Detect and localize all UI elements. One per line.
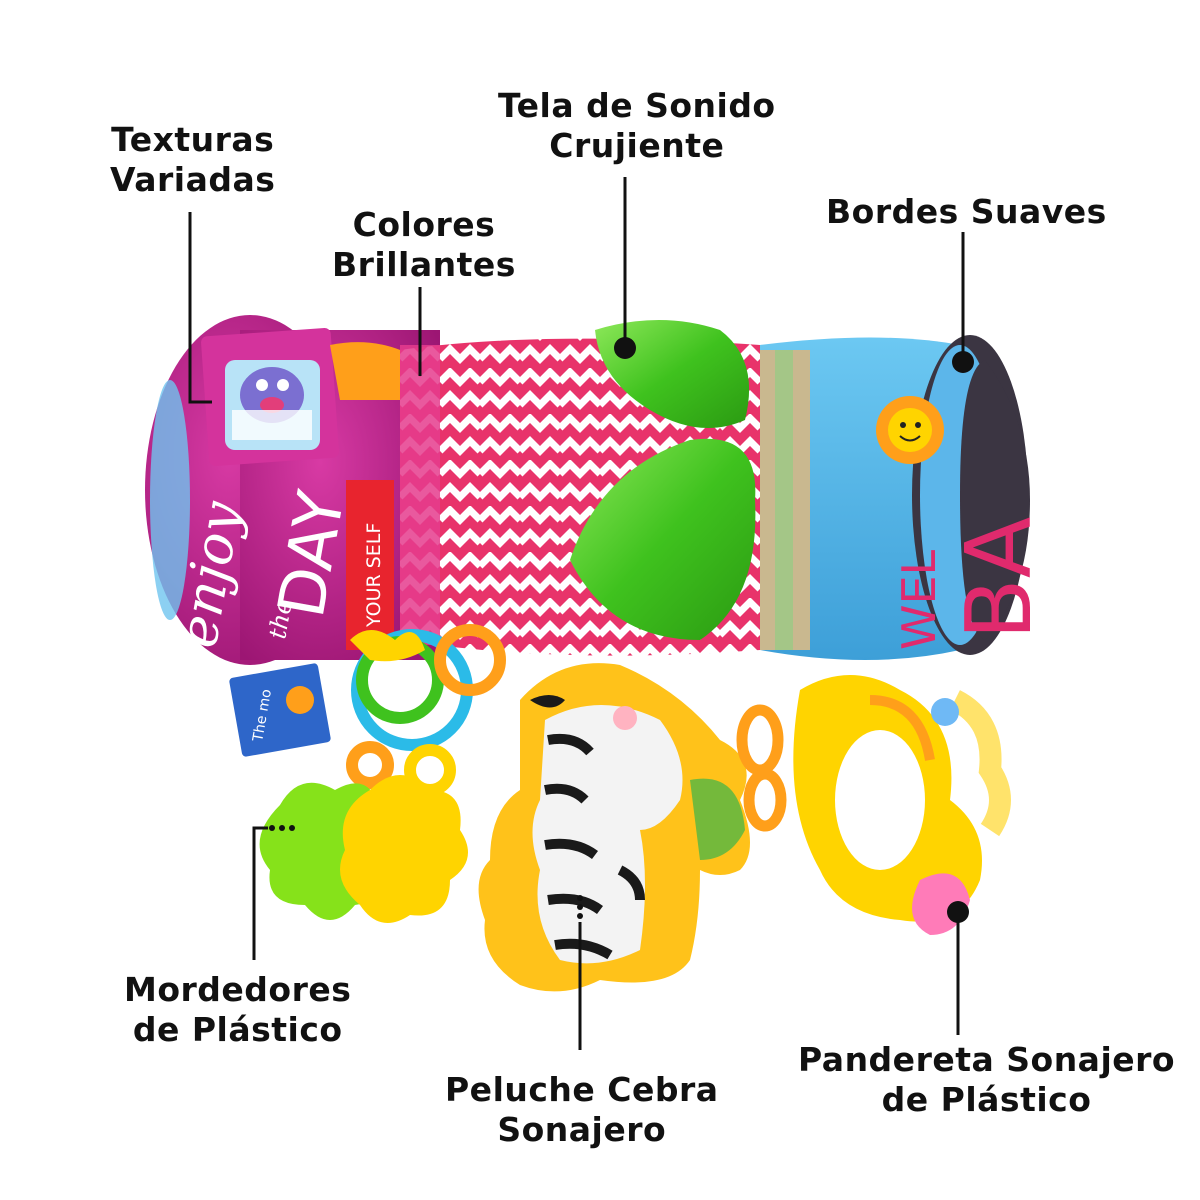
elephant-tag (201, 328, 339, 466)
dot-pandereta (947, 901, 969, 923)
label-bordes-suaves: Bordes Suaves (826, 192, 1107, 231)
dot-bordes (952, 351, 974, 373)
svg-text:E YOUR SELF: E YOUR SELF (363, 523, 385, 645)
line-texturas (188, 212, 212, 404)
sun-print (876, 396, 944, 464)
ba-print: BA (947, 517, 1052, 640)
callout-dots (269, 337, 974, 923)
tambourine-rattle (793, 675, 1011, 935)
line-mordedores (252, 826, 268, 960)
small-blue-tag: The mo (229, 663, 331, 757)
teether-left (259, 775, 468, 923)
blue-end-panel: BA WEL (760, 335, 1052, 660)
the-print: the (263, 597, 297, 641)
wel-print: WEL (892, 549, 946, 650)
red-tag-strip: E YOUR SELF (346, 480, 394, 650)
callout-lines (188, 177, 965, 1050)
dot-tela (614, 337, 636, 359)
zebra-plush (478, 663, 750, 992)
orange-links (736, 704, 787, 832)
